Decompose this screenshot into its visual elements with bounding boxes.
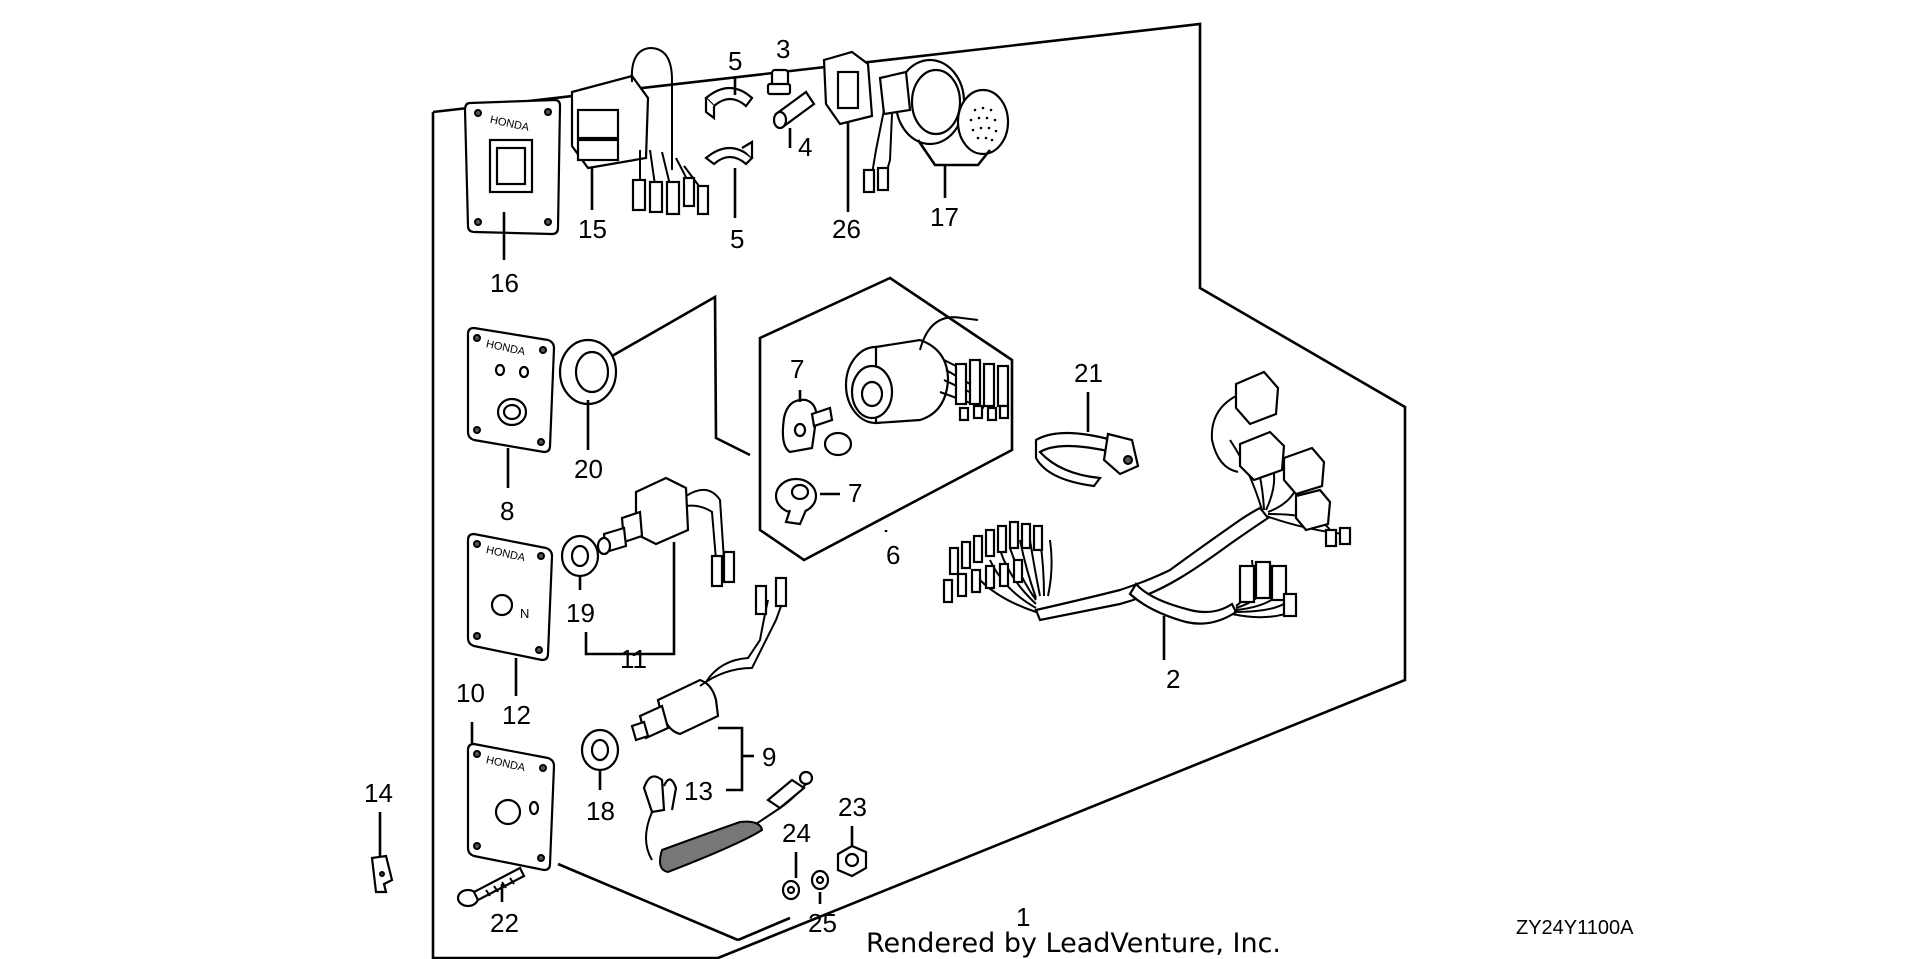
lock-washer <box>810 869 830 891</box>
part-label-24: 24 <box>782 818 811 848</box>
grommet-ring <box>558 338 618 406</box>
cable-band <box>1034 431 1140 488</box>
ignition-switch <box>844 316 1010 425</box>
key-ring <box>823 431 853 457</box>
key-upper <box>781 398 834 454</box>
part-label-22: 22 <box>490 908 519 938</box>
part-number-labels: 1 2 3 4 5 5 6 7 7 8 9 10 11 12 13 14 15 … <box>364 34 1180 938</box>
rocker-switch <box>570 46 710 216</box>
part-label-18: 18 <box>586 796 615 826</box>
part-label-20: 20 <box>574 454 603 484</box>
diagram-code: ZY24Y1100A <box>1516 917 1634 939</box>
part-label-6: 6 <box>886 540 900 570</box>
hex-nut <box>836 844 868 878</box>
toggle-switch <box>596 476 736 588</box>
wire-harness <box>942 370 1352 625</box>
sleeve-part <box>772 90 816 130</box>
gauge-boot <box>822 50 874 126</box>
part-label-25: 25 <box>808 908 837 938</box>
part-label-3: 3 <box>776 34 790 64</box>
mounting-bolt <box>456 866 526 908</box>
part-label-13: 13 <box>684 776 713 806</box>
key-lower <box>774 477 818 526</box>
stop-switch-plate: HONDA <box>466 742 556 872</box>
part-label-1: 1 <box>1016 902 1030 932</box>
flat-washer <box>781 879 801 901</box>
part-label-4: 4 <box>798 132 812 162</box>
part-label-17: 17 <box>930 202 959 232</box>
part-label-5b: 5 <box>730 224 744 254</box>
stop-lanyard <box>642 770 814 874</box>
part-label-10: 10 <box>456 678 485 708</box>
plate-mark-text: N <box>520 606 529 621</box>
part-label-12: 12 <box>502 700 531 730</box>
part-label-5a: 5 <box>728 46 742 76</box>
cord-clip-lower <box>704 140 754 166</box>
part-label-9: 9 <box>762 742 776 772</box>
neutral-switch-plate: HONDA N <box>466 532 554 662</box>
part-label-14: 14 <box>364 778 393 808</box>
kit-outline <box>431 22 1407 959</box>
key-switch-plate: HONDA <box>466 326 556 454</box>
part-label-8: 8 <box>500 496 514 526</box>
switch-panel-plate: HONDA <box>463 98 562 236</box>
part-label-15: 15 <box>578 214 607 244</box>
hour-meter <box>862 58 966 194</box>
part-label-7b: 7 <box>848 478 862 508</box>
part-label-19: 19 <box>566 598 595 628</box>
pin-part <box>766 68 792 96</box>
ignition-group-outline <box>758 276 1014 562</box>
part-label-26: 26 <box>832 214 861 244</box>
small-clip <box>370 854 394 894</box>
toggle-nut <box>560 534 600 578</box>
part-label-21: 21 <box>1074 358 1103 388</box>
part-label-23: 23 <box>838 792 867 822</box>
part-label-2: 2 <box>1166 664 1180 694</box>
part-label-7a: 7 <box>790 354 804 384</box>
neutral-switch <box>630 576 788 742</box>
part-label-11: 11 <box>620 644 647 674</box>
cord-clip-upper <box>704 86 754 121</box>
meter-cover <box>956 88 1010 156</box>
part-label-16: 16 <box>490 268 519 298</box>
credit-text: Rendered by LeadVenture, Inc. <box>866 928 1281 959</box>
neutral-nut <box>580 728 620 772</box>
